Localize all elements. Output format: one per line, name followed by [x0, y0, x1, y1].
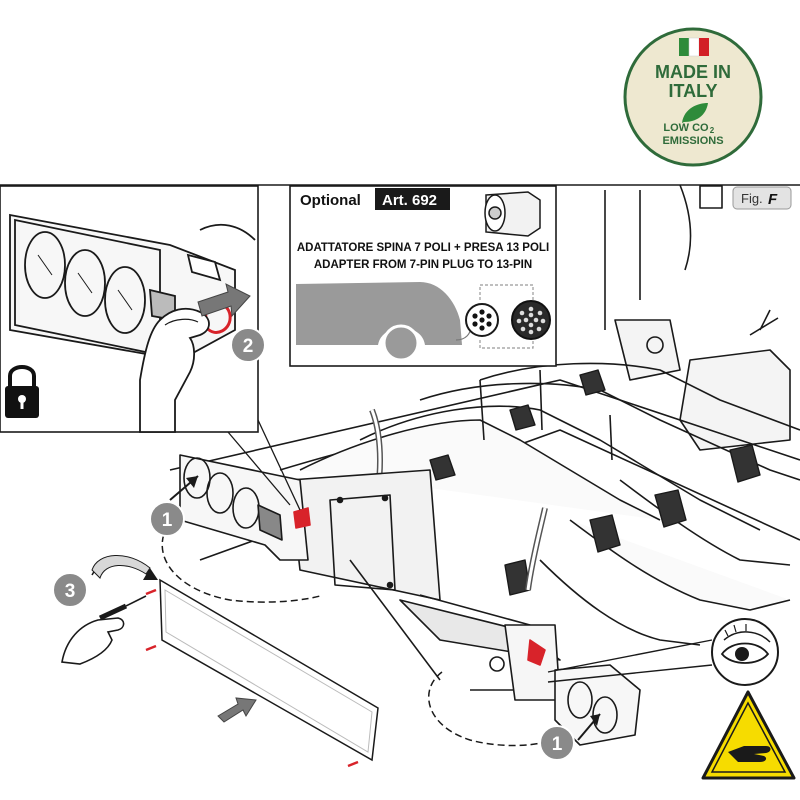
car-silhouette-icon	[296, 282, 462, 345]
hand-crush-warning-icon	[701, 690, 796, 780]
step-2: 2	[230, 327, 266, 363]
badge-emissions: EMISSIONS	[662, 135, 723, 147]
step-1-bottom-number: 1	[552, 734, 563, 755]
screwdriver-hand-icon	[61, 595, 147, 665]
fig-prefix: Fig.	[741, 191, 763, 206]
badge-italy: ITALY	[668, 81, 717, 101]
adapter-text-italian: ADATTATORE SPINA 7 POLI + PRESA 13 POLI	[297, 242, 549, 254]
article-number: Art. 692	[382, 192, 437, 209]
step-3-number: 3	[65, 581, 76, 602]
socket-13-pin-face-icon	[511, 300, 551, 340]
zoom-inset-plug-detail	[0, 185, 259, 433]
plug-7-pin-icon	[465, 303, 499, 337]
pull-arrow-icon	[197, 283, 251, 318]
hand-icon	[139, 307, 210, 433]
padlock-icon	[5, 365, 39, 418]
optional-label: Optional	[300, 192, 361, 209]
step-1-top-number: 1	[162, 510, 173, 531]
badge-made-in: MADE IN	[655, 62, 731, 82]
badge-co2-subscript: 2	[710, 126, 715, 135]
license-plate	[159, 578, 379, 762]
direction-arrow-icon	[217, 697, 257, 723]
italy-flag-icon	[679, 37, 709, 57]
bike-carrier-drawing	[169, 184, 800, 746]
step-1-top: 1	[149, 475, 321, 603]
leaf-icon	[682, 103, 708, 123]
optional-adapter-box: Optional Art. 692 ADATTATORE SPINA 7 POL…	[289, 185, 557, 367]
fig-letter: F	[768, 191, 778, 208]
step-1-bottom: 1	[427, 671, 601, 761]
eye-icon	[547, 618, 779, 686]
step-2-number: 2	[243, 336, 254, 357]
figure-label: Fig. F	[732, 186, 792, 210]
adapter-text-english: ADAPTER FROM 7-PIN PLUG TO 13-PIN	[314, 259, 532, 271]
made-in-italy-badge: MADE IN ITALY LOW CO 2 EMISSIONS	[623, 27, 763, 167]
badge-low-co: LOW CO	[663, 122, 709, 134]
step-3: 3	[52, 555, 379, 768]
socket-13-pin-icon	[484, 191, 541, 237]
